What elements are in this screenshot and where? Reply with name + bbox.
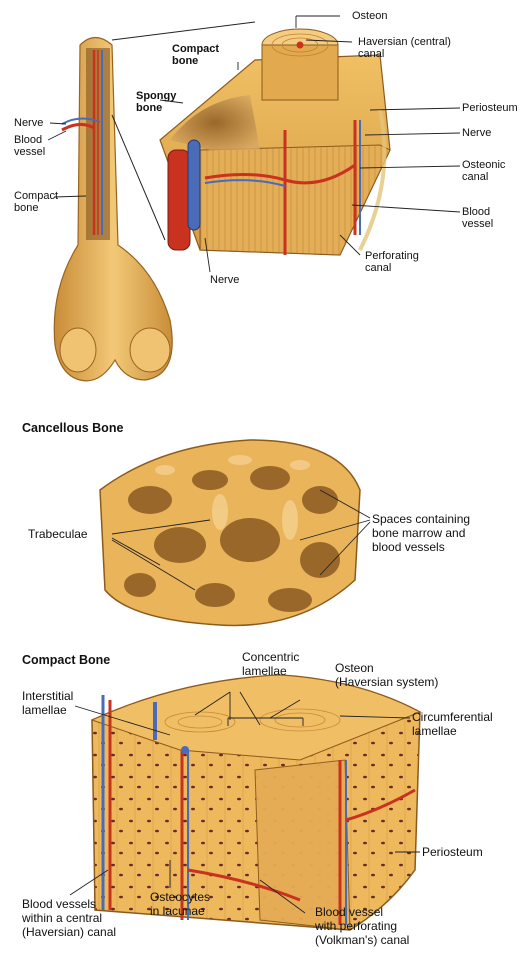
label-interstitial-lamellae: Interstitial lamellae xyxy=(22,689,73,717)
label-nerve-right: Nerve xyxy=(462,127,491,139)
label-blood-vessels-central: Blood vessels within a central (Haversia… xyxy=(22,897,116,939)
large-vein xyxy=(188,140,200,230)
label-compact-bone-left: Compact bone xyxy=(14,190,58,214)
osteon-canal-top xyxy=(181,746,189,754)
label-periosteum-top: Periosteum xyxy=(462,102,518,114)
label-osteon-haversian: Osteon (Haversian system) xyxy=(335,661,438,689)
long-bone xyxy=(54,38,172,381)
label-spongy-bone: Spongy bone xyxy=(136,90,176,114)
large-artery xyxy=(168,150,190,250)
label-periosteum-bottom: Periosteum xyxy=(422,846,483,858)
label-spaces-marrow: Spaces containing bone marrow and blood … xyxy=(372,512,470,554)
label-osteon-top: Osteon xyxy=(352,10,387,22)
label-osteocytes-lacunae: Osteocytes in lacunae xyxy=(150,890,210,918)
label-blood-vessel-left: Blood vessel xyxy=(14,134,45,158)
label-nerve-bottom: Nerve xyxy=(210,274,239,286)
compact-bone-illustration xyxy=(92,675,420,930)
label-perforating-canal: Perforating canal xyxy=(365,250,419,274)
label-circumferential-lamellae: Circumferential lamellae xyxy=(412,710,493,738)
label-trabeculae: Trabeculae xyxy=(28,528,88,540)
label-nerve-left: Nerve xyxy=(14,117,43,129)
condyle-right xyxy=(130,328,170,372)
label-haversian-canal: Haversian (central) canal xyxy=(358,36,478,60)
cancellous-bone-illustration xyxy=(100,440,360,625)
title-cancellous-bone: Cancellous Bone xyxy=(22,421,123,435)
title-compact-bone: Compact Bone xyxy=(22,653,110,667)
label-concentric-lamellae: Concentric lamellae xyxy=(242,650,299,678)
label-osteonic-canal: Osteonic canal xyxy=(462,159,505,183)
label-blood-vessel-right: Blood vessel xyxy=(462,206,493,230)
label-compact-bone-top: Compact bone xyxy=(172,43,219,67)
condyle-left xyxy=(60,328,96,372)
label-blood-vessel-perforating: Blood vessel with perforating (Volkman's… xyxy=(315,905,409,947)
haversian-canal xyxy=(297,42,304,49)
